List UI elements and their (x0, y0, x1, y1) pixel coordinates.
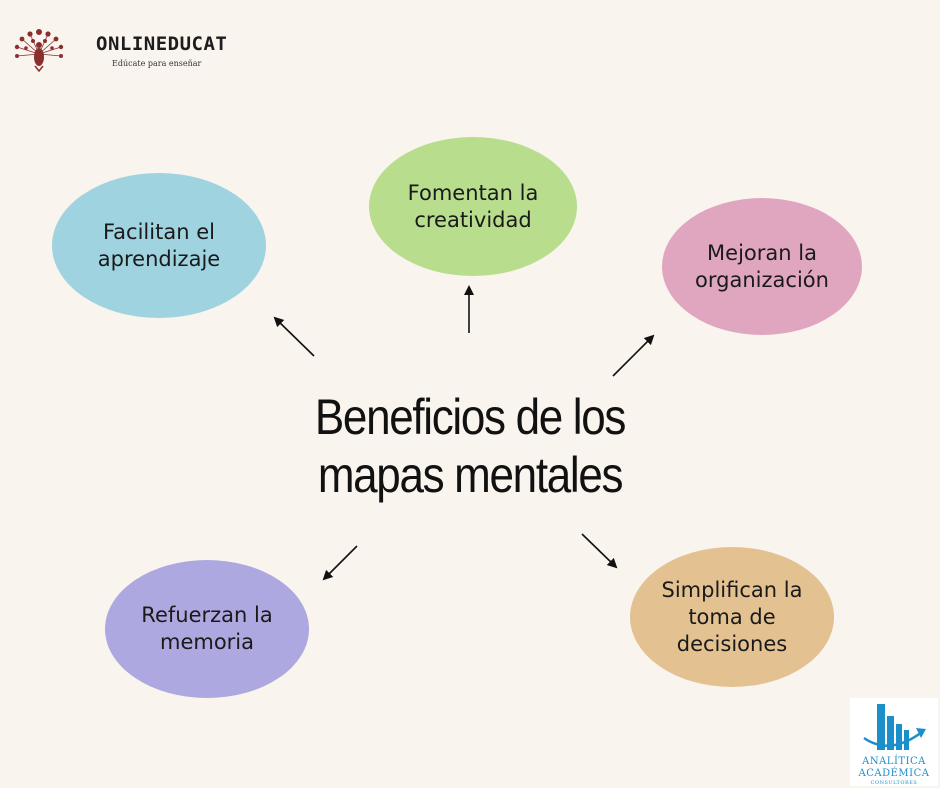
arrow-to-decisiones (581, 533, 618, 569)
bubble-label: Mejoran la organización (695, 240, 829, 292)
peacock-icon (14, 29, 64, 72)
bar-chart-growth-icon (863, 704, 926, 750)
analitica-academica-logo: ANALÍTICA ACADÉMICA CONSULTORES (850, 698, 938, 786)
bubble-simplifican-decisiones: Simplifican la toma de decisiones (630, 547, 834, 687)
arrow-to-organizacion (612, 334, 655, 377)
brand-tagline: Edúcate para enseñar (112, 59, 202, 68)
central-title: Beneficios de los mapas mentales (276, 388, 663, 504)
bubble-label: Fomentan la creatividad (407, 180, 539, 232)
title-text: Beneficios de los mapas mentales (314, 389, 627, 503)
bubble-label: Simplifican la toma de decisiones (661, 577, 803, 656)
partner-line2: ACADÉMICA (858, 768, 930, 779)
brand-logo: ONLINEDUCAT Edúcate para enseñar (10, 24, 227, 76)
arrow-to-memoria (322, 545, 358, 581)
arrow-to-aprendizaje (273, 316, 315, 357)
bubble-label: Refuerzan la memoria (141, 603, 273, 654)
bubble-fomentan-creatividad: Fomentan la creatividad (369, 137, 577, 276)
bubble-label: Facilitan el aprendizaje (97, 219, 221, 271)
partner-line1: ANALÍTICA (862, 756, 926, 767)
bubble-mejoran-organizacion: Mejoran la organización (662, 198, 862, 335)
brand-name: ONLINEDUCAT (96, 33, 228, 55)
bubble-refuerzan-memoria: Refuerzan la memoria (105, 560, 309, 698)
partner-line3: CONSULTORES (870, 780, 918, 786)
bubble-facilitan-aprendizaje: Facilitan el aprendizaje (52, 173, 266, 318)
